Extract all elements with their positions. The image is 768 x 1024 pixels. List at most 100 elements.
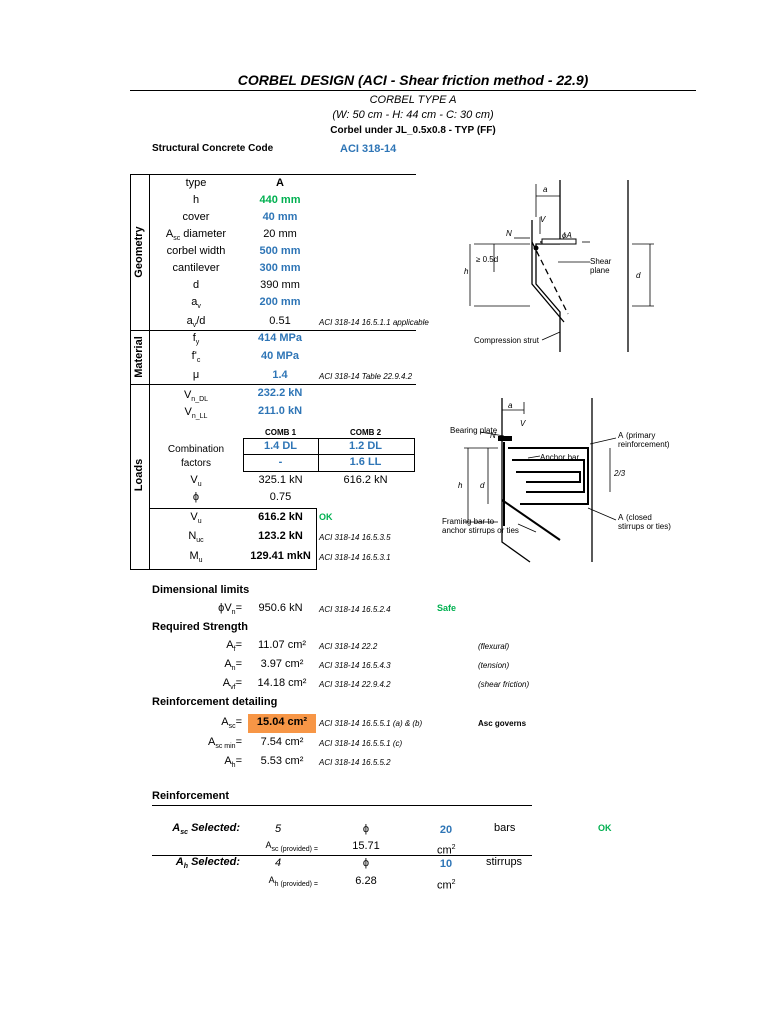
strength-row-reference: ACI 318-14 22.2 (319, 642, 378, 651)
fig2-d-label: d (480, 481, 485, 490)
strength-row-reference: ACI 318-14 16.5.5.2 (319, 758, 391, 767)
combination-label-2: factors (180, 458, 211, 469)
geometry-row-label: h (192, 194, 200, 206)
geometry-row-reference: ACI 318-14 16.5.1.1 applicable (319, 318, 429, 327)
geometry-row-value: 40 mm (262, 211, 298, 223)
section-loads-label: Loads (133, 458, 145, 492)
design-loads-top-border (149, 508, 317, 509)
reinforcement-detailing-heading: Reinforcement detailing (152, 696, 278, 708)
strength-row-value: 15.04 cm² (256, 716, 308, 728)
geometry-row-label: Asc diameter (165, 228, 227, 243)
material-row-reference: ACI 318-14 Table 22.9.4.2 (319, 372, 413, 381)
strength-row-comment: (flexural) (478, 642, 510, 651)
geometry-row-value: A (276, 177, 284, 189)
material-row-label: fy (192, 332, 200, 347)
vn-ll-label: Vn_LL (184, 406, 208, 421)
comb1-dl-factor: 1.4 DL (263, 440, 297, 452)
ah-stirrup-count: 4 (274, 857, 282, 869)
mu-value: 129.41 mkN (250, 550, 311, 562)
fig1-d-label: d (636, 271, 641, 280)
material-row-label: f'c (191, 350, 201, 365)
geometry-row-value: 0.51 (269, 315, 291, 327)
strength-row-comment: (tension) (478, 661, 510, 670)
nuc-reference: ACI 318-14 16.5.3.5 (319, 533, 391, 542)
corbel-type-line: CORBEL TYPE A (369, 94, 457, 106)
corbel-under-line: Corbel under JL_0.5x0.8 - TYP (FF) (330, 125, 496, 136)
asc-bar-unit: bars (494, 822, 516, 834)
geometry-row-label: cantilever (172, 262, 220, 274)
asc-provided-unit: cm2 (437, 844, 456, 857)
asc-bar-diameter: 20 (439, 824, 453, 836)
ah-stirrup-unit: stirrups (486, 856, 523, 868)
strength-row-label: An= (224, 658, 242, 673)
ah-provided-value: 6.28 (355, 875, 377, 887)
fig2-asc-primary-label-2: (primary (626, 431, 655, 440)
asc-phi-symbol: ϕ (362, 823, 370, 835)
strength-row-label: Asc min= (207, 736, 242, 751)
fig2-ah-label-2: (closed (626, 513, 652, 522)
material-row-value: 1.4 (272, 369, 288, 381)
comb1-ll-factor: - (278, 456, 283, 468)
geometry-row-value: 300 mm (259, 262, 301, 274)
fig2-ah-label-3: stirrups or ties) (618, 522, 671, 531)
vn-ll-value: 211.0 kN (257, 405, 303, 417)
fig1-half-d-label: ≥ 0.5d (476, 255, 498, 264)
section-material-label: Material (133, 336, 145, 378)
strength-row-label: Af= (226, 639, 242, 654)
asc-selected-label: Asc Selected: (172, 822, 240, 837)
strength-row-reference: ACI 318-14 16.5.5.1 (c) (319, 739, 403, 748)
fig2-asc-primary-label: A (618, 431, 624, 440)
geometry-row-value: 200 mm (259, 296, 301, 308)
ah-provided-unit: cm2 (437, 879, 456, 892)
vu-final-value: 616.2 kN (258, 511, 303, 523)
page-title: CORBEL DESIGN (ACI - Shear friction meth… (237, 72, 589, 88)
geometry-row-value: 20 mm (263, 228, 297, 240)
corbel-shear-friction-figure: a V N ϕA ≥ 0.5d h d Shear plane Compress… (464, 180, 654, 352)
strength-row-value: 11.07 cm² (257, 639, 307, 651)
title-underline (130, 90, 696, 91)
vu-final-label: Vu (190, 511, 202, 526)
strength-row-label: Asc= (221, 716, 242, 731)
fig2-nuc-label: N (490, 431, 496, 440)
fig2-av-label: a (508, 401, 513, 410)
fig1-phi-asc-label: ϕA (562, 231, 572, 240)
strength-row-label: Avf= (222, 677, 242, 692)
vn-dl-value: 232.2 kN (257, 387, 303, 399)
phi-vn-reference: ACI 318-14 16.5.2.4 (319, 605, 391, 614)
fig2-asc-primary-label-3: reinforcement) (618, 440, 670, 449)
fig1-shear-label: Shear (590, 257, 612, 266)
asc-bar-count: 5 (274, 823, 282, 835)
vu-label: Vu (190, 474, 202, 489)
combination-box (243, 438, 415, 472)
fig2-ah-label-1: A (618, 513, 624, 522)
vu-comb1-value: 325.1 kN (258, 474, 303, 486)
vn-dl-label: Vn_DL (183, 389, 209, 404)
ah-provided-label: Ah (provided) = (268, 875, 318, 888)
comb2-dl-factor: 1.2 DL (348, 440, 382, 452)
section-geometry-label: Geometry (133, 226, 145, 278)
nuc-value: 123.2 kN (258, 530, 303, 542)
geometry-row-label: av (191, 296, 201, 311)
mu-reference: ACI 318-14 16.5.3.1 (319, 553, 391, 562)
ah-selected-label: Ah Selected: (175, 856, 240, 871)
strength-row-value: 14.18 cm² (257, 677, 307, 689)
mu-label: Mu (189, 550, 203, 565)
material-loads-divider (130, 384, 416, 385)
table-top-border (130, 174, 416, 175)
fig1-vu-label: V (540, 215, 546, 224)
geometry-row-value: 440 mm (259, 194, 301, 206)
strength-row-value: 7.54 cm² (260, 736, 304, 748)
fig2-framing-label-2: anchor stirrups or ties (442, 526, 519, 535)
corbel-reinforcement-figure: Bearing plate a V N Anchor bar A (primar… (442, 398, 671, 563)
fig2-h-label: h (458, 481, 463, 490)
comb1-header: COMB 1 (264, 428, 297, 437)
design-loads-bottom-border (130, 569, 317, 570)
table-left-border (130, 174, 131, 384)
geometry-row-label: av/d (186, 315, 206, 330)
fig1-av-label: a (543, 185, 548, 194)
reinforcement-underline (152, 805, 532, 806)
material-row-value: 40 MPa (261, 350, 299, 362)
fig2-bearing-plate-label: Bearing plate (450, 426, 498, 435)
geometry-row-label: type (185, 177, 207, 189)
fig2-two-thirds-label: 2/3 (613, 469, 626, 478)
